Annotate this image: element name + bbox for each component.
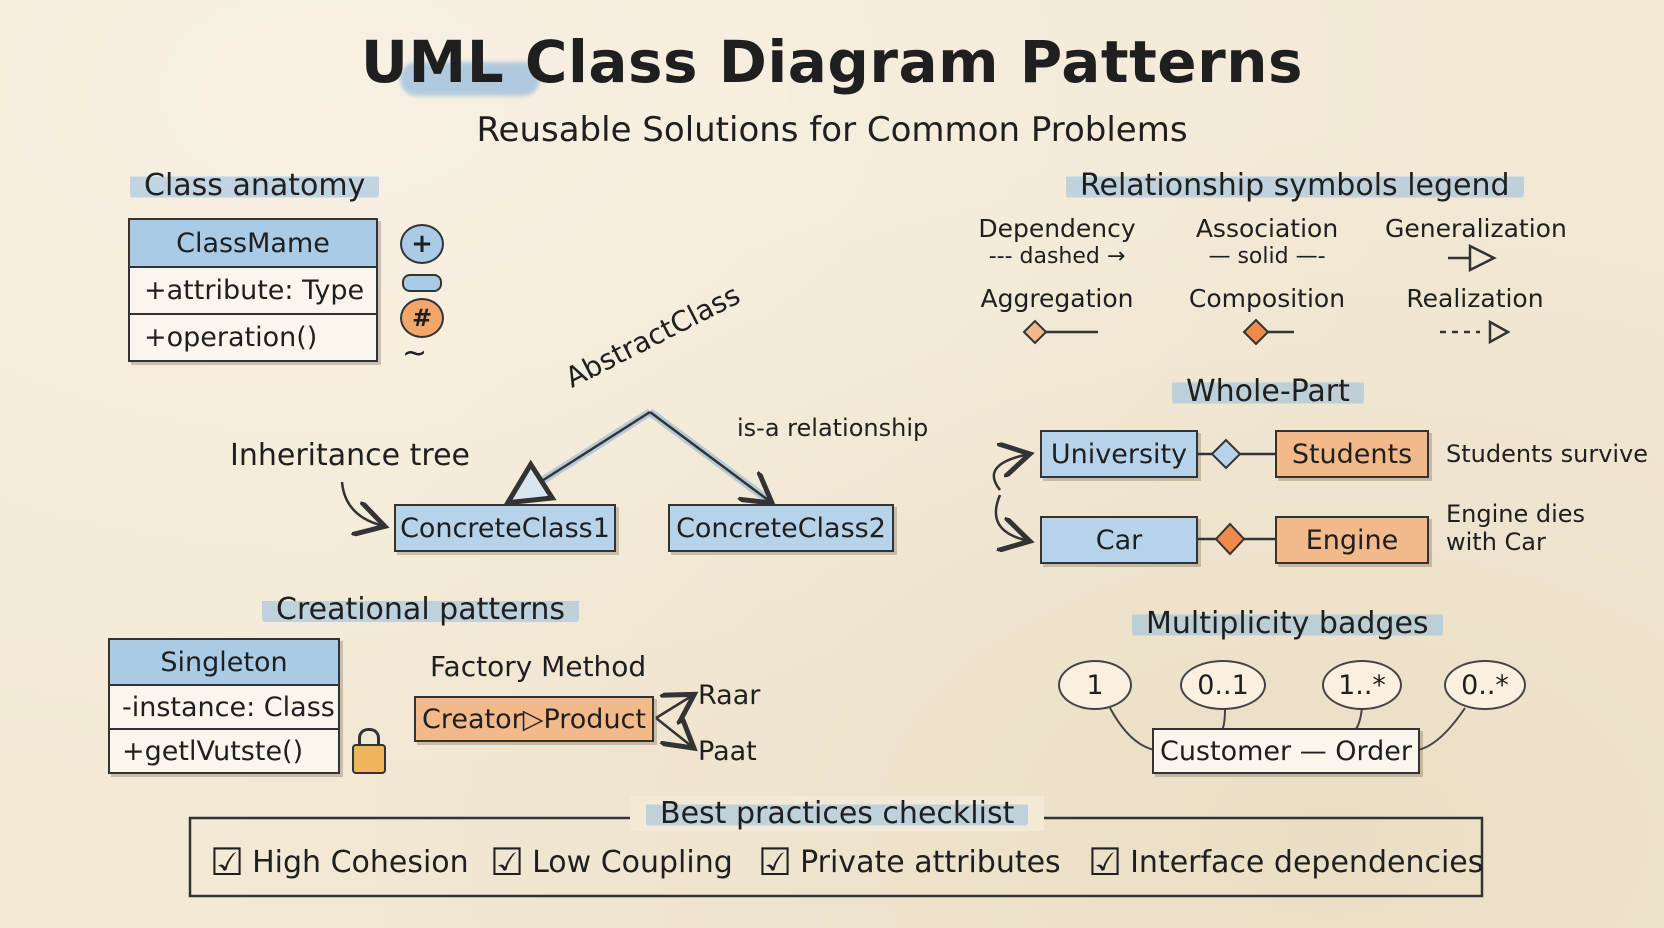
checkmark-icon: ☑ bbox=[758, 840, 793, 884]
generalization-triangle bbox=[1468, 243, 1497, 273]
checklist-heading: Best practices checklist bbox=[630, 796, 1045, 831]
is-a-note: is-a relationship bbox=[737, 414, 929, 442]
whole-part-heading: Whole-Part bbox=[1172, 374, 1364, 409]
legend-generalization-name: Generalization bbox=[1385, 214, 1567, 243]
legend-heading: Relationship symbols legend bbox=[1066, 168, 1524, 203]
composition-diamond bbox=[1214, 522, 1246, 556]
singleton-box: Singleton -instance: Class +getlVutste() bbox=[108, 638, 340, 774]
multiplicity-badge-0-1: 0..1 bbox=[1180, 660, 1266, 710]
visibility-private-icon bbox=[402, 274, 442, 292]
wholepart-arrow-bottom bbox=[994, 494, 1025, 540]
legend-aggregation-name: Aggregation bbox=[980, 284, 1134, 313]
students-box: Students bbox=[1275, 430, 1429, 478]
visibility-public-icon: + bbox=[400, 224, 444, 264]
singleton-name: Singleton bbox=[110, 640, 338, 686]
checkmark-icon: ☑ bbox=[210, 840, 245, 884]
factory-output-raar: Raar bbox=[698, 680, 761, 711]
multiplicity-badge-1-many: 1..* bbox=[1322, 660, 1402, 710]
legend-dependency-symbol: --- dashed → bbox=[988, 244, 1126, 269]
badge-tail-1 bbox=[1109, 707, 1156, 751]
factory-heading: Factory Method bbox=[430, 650, 647, 683]
students-note: Students survive bbox=[1446, 440, 1649, 468]
class-anatomy-box: ClassMame +attribute: Type +operation() bbox=[128, 218, 378, 362]
singleton-attribute: -instance: Class bbox=[110, 686, 338, 730]
class-operation-row: +operation() bbox=[144, 322, 318, 353]
wholepart-arrow-top bbox=[992, 455, 1025, 491]
creational-heading: Creational patterns bbox=[262, 592, 580, 627]
badge-tail-3 bbox=[1354, 707, 1363, 731]
badge-tail-4 bbox=[1417, 707, 1466, 751]
factory-arrow-top bbox=[655, 697, 690, 718]
class-name-row: ClassMame bbox=[130, 220, 376, 268]
concrete-class-2: ConcreteClass2 bbox=[668, 504, 894, 552]
checklist-item-interface: ☑ Interface dependencies bbox=[1088, 840, 1484, 884]
aggregation-diamond bbox=[1210, 438, 1242, 470]
checkmark-icon: ☑ bbox=[1088, 840, 1123, 884]
legend-aggregation-diamond bbox=[1022, 319, 1048, 345]
factory-creator-product: Creator▷Product bbox=[414, 696, 654, 742]
legend-dependency-name: Dependency bbox=[978, 214, 1136, 243]
checklist-item-cohesion: ☑ High Cohesion bbox=[210, 840, 469, 884]
inheritance-heading: Inheritance tree bbox=[230, 438, 470, 473]
class-anatomy-heading: Class anatomy bbox=[130, 168, 380, 203]
factory-output-paat: Paat bbox=[698, 736, 757, 767]
lock-icon bbox=[352, 728, 386, 774]
page-title: UML Class Diagram Patterns bbox=[360, 28, 1304, 96]
legend-association-symbol: — solid —- bbox=[1208, 244, 1326, 269]
multiplicity-badge-0-many: 0..* bbox=[1444, 660, 1526, 710]
legend-association-name: Association bbox=[1195, 214, 1339, 243]
car-box: Car bbox=[1040, 516, 1198, 564]
multiplicity-badge-1: 1 bbox=[1058, 660, 1132, 710]
realization-triangle bbox=[1488, 319, 1511, 345]
singleton-operation: +getlVutste() bbox=[122, 735, 304, 767]
engine-note-line1: Engine dies bbox=[1446, 500, 1586, 528]
inheritance-pointer-arrow bbox=[340, 481, 380, 525]
university-box: University bbox=[1040, 430, 1198, 478]
customer-order-box: Customer — Order bbox=[1152, 728, 1420, 774]
badge-tail-2 bbox=[1221, 707, 1226, 731]
visibility-protected-icon: # bbox=[400, 298, 444, 338]
legend-realization-name: Realization bbox=[1406, 284, 1544, 313]
checklist-item-coupling: ☑ Low Coupling bbox=[490, 840, 733, 884]
class-attribute-row: +attribute: Type bbox=[130, 268, 376, 315]
factory-arrow-bottom bbox=[655, 718, 690, 745]
checklist-item-private: ☑ Private attributes bbox=[758, 840, 1061, 884]
legend-composition-diamond bbox=[1242, 318, 1270, 346]
engine-note-line2: with Car bbox=[1446, 528, 1546, 556]
concrete-class-1: ConcreteClass1 bbox=[394, 504, 616, 552]
legend-composition-name: Composition bbox=[1188, 284, 1346, 313]
multiplicity-heading: Multiplicity badges bbox=[1132, 606, 1443, 641]
visibility-package-icon: ~ bbox=[402, 336, 428, 371]
page-subtitle: Reusable Solutions for Common Problems bbox=[476, 110, 1188, 150]
checkmark-icon: ☑ bbox=[490, 840, 525, 884]
engine-box: Engine bbox=[1275, 516, 1429, 564]
title-highlight bbox=[400, 62, 540, 96]
